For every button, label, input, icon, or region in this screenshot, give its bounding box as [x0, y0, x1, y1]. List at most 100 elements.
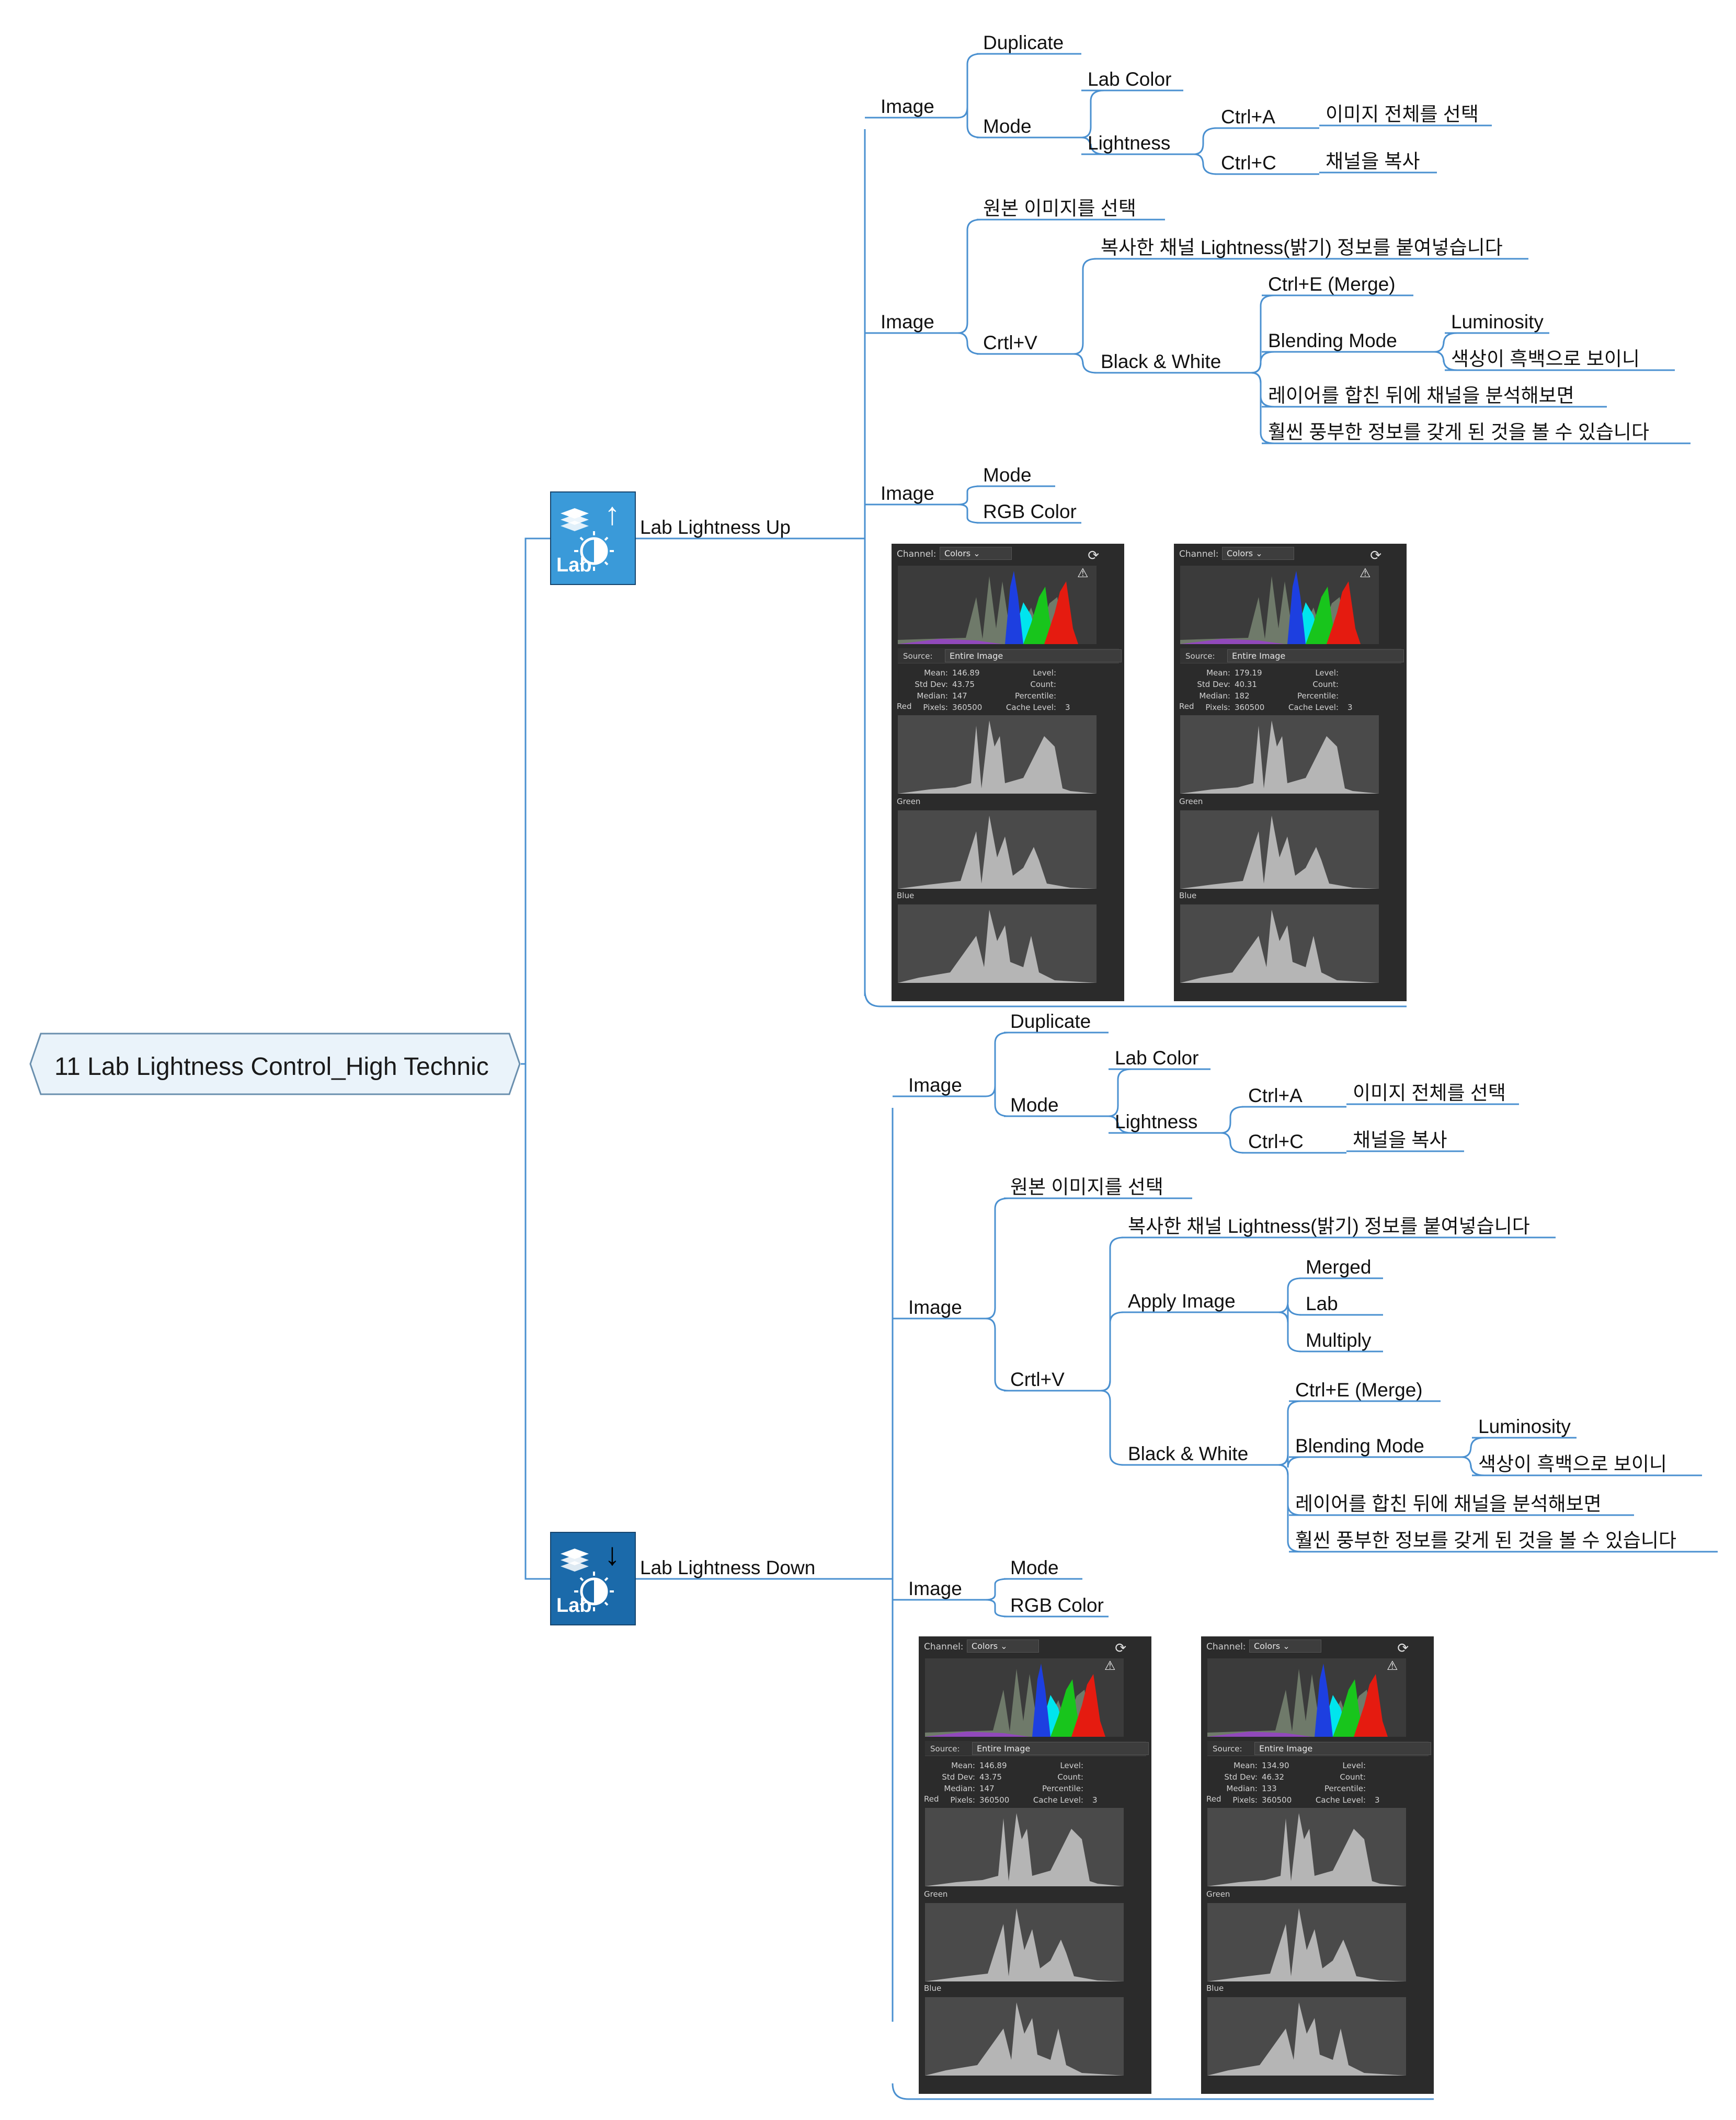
topic-node[interactable]: Mode [1010, 1557, 1059, 1578]
layers-sun-icon [561, 1549, 614, 1611]
topic-node[interactable]: 레이어를 합친 뒤에 채널을 분석해보면 [1268, 385, 1574, 406]
source-select[interactable]: Entire Image [1227, 649, 1404, 662]
topic-node[interactable]: Mode [1010, 1094, 1059, 1116]
topic-node[interactable]: Black & White [1101, 351, 1221, 372]
stat-label: Cache Level: [1033, 1795, 1083, 1805]
channel-label: Channel: [924, 1642, 964, 1652]
stat-label: Percentile: [1014, 691, 1056, 701]
topic-node[interactable]: Crtl+V [1010, 1369, 1065, 1390]
topic-node[interactable]: 채널을 복사 [1326, 151, 1420, 172]
topic-node[interactable]: Merged [1306, 1256, 1372, 1278]
connector-line [1278, 1277, 1302, 1313]
stat-label: Cache Level: [1288, 703, 1339, 712]
connector-line [892, 2083, 1434, 2100]
stat-label: Count: [1312, 680, 1339, 689]
colors-histogram [925, 1658, 1124, 1737]
topic-node[interactable]: Lab Color [1115, 1047, 1199, 1069]
topic-node[interactable]: 원본 이미지를 선택 [983, 198, 1136, 219]
branch-topic[interactable]: Lab Lightness Down [640, 1557, 816, 1578]
stat-label: Cache Level: [1006, 703, 1056, 712]
topic-node[interactable]: 이미지 전체를 선택 [1353, 1082, 1506, 1104]
group-topic[interactable]: Image [881, 96, 934, 117]
stat-label: Percentile: [1297, 691, 1339, 701]
stat-value: 43.75 [952, 680, 975, 689]
connector-line [1220, 1106, 1244, 1134]
topic-node[interactable]: 복사한 채널 Lightness(밝기) 정보를 붙여넣습니다 [1101, 237, 1503, 258]
channel-select[interactable]: Colors ⌄ [967, 1640, 1039, 1653]
source-row: Source:Entire Image [898, 648, 1122, 663]
topic-node[interactable]: Ctrl+E (Merge) [1268, 273, 1396, 295]
group-topic[interactable]: Image [908, 1297, 962, 1318]
topic-node[interactable]: Duplicate [983, 32, 1064, 53]
connector-line [957, 485, 981, 506]
branch-topic[interactable]: Lab Lightness Up [640, 517, 791, 538]
topic-node[interactable]: Black & White [1128, 1443, 1249, 1464]
stat-label: Median: [917, 691, 948, 701]
topic-node[interactable]: RGB Color [1010, 1595, 1104, 1616]
central-topic[interactable]: 11 Lab Lightness Control_High Technic [29, 1033, 521, 1095]
channel-name-label: Green [897, 797, 921, 806]
topic-node[interactable]: Blending Mode [1295, 1435, 1424, 1457]
topic-node[interactable]: 색상이 흑백으로 보이니 [1451, 348, 1640, 370]
refresh-icon[interactable]: ⟳ [1088, 548, 1099, 564]
source-select[interactable]: Entire Image [945, 649, 1122, 662]
lab-lightness-icon: ↓Lab [550, 1532, 636, 1625]
topic-node[interactable]: 원본 이미지를 선택 [1010, 1176, 1163, 1198]
topic-node[interactable]: Lab [1306, 1293, 1338, 1314]
connector-line [1108, 1068, 1132, 1117]
shortcut-node[interactable]: Ctrl+C [1248, 1131, 1304, 1152]
green-channel-histogram [925, 1903, 1124, 1981]
refresh-icon[interactable]: ⟳ [1397, 1641, 1409, 1656]
refresh-icon[interactable]: ⟳ [1115, 1641, 1126, 1656]
refresh-icon[interactable]: ⟳ [1370, 548, 1381, 564]
shortcut-node[interactable]: Ctrl+C [1221, 152, 1276, 174]
colors-histogram [1180, 566, 1379, 644]
group-topic[interactable]: Image [881, 483, 934, 504]
topic-node[interactable]: 색상이 흑백으로 보이니 [1478, 1453, 1667, 1475]
connector-line [957, 503, 981, 524]
topic-node[interactable]: 훨씬 풍부한 정보를 갖게 된 것을 볼 수 있습니다 [1268, 421, 1649, 443]
channel-select[interactable]: Colors ⌄ [1249, 1640, 1321, 1653]
topic-node[interactable]: 채널을 복사 [1353, 1129, 1447, 1151]
cache-level-value: 3 [1347, 703, 1353, 712]
channel-label: Channel: [897, 549, 936, 559]
topic-node[interactable]: Apply Image [1128, 1290, 1236, 1312]
topic-node[interactable]: Lab Color [1088, 68, 1172, 90]
source-select[interactable]: Entire Image [1254, 1742, 1431, 1755]
topic-node[interactable]: Duplicate [1010, 1011, 1091, 1032]
topic-node[interactable]: Blending Mode [1268, 330, 1397, 351]
connector-line [985, 1032, 1009, 1097]
topic-node[interactable]: Multiply [1306, 1330, 1372, 1351]
topic-node[interactable]: 이미지 전체를 선택 [1326, 104, 1479, 125]
topic-node[interactable]: Ctrl+E (Merge) [1295, 1379, 1423, 1401]
group-topic[interactable]: Image [881, 311, 934, 333]
source-row: Source:Entire Image [1207, 1741, 1431, 1756]
group-topic[interactable]: Image [908, 1578, 962, 1599]
shortcut-node[interactable]: Ctrl+A [1221, 106, 1275, 128]
topic-node[interactable]: Mode [983, 464, 1032, 486]
warning-icon: ⚠ [1077, 566, 1089, 580]
group-topic[interactable]: Image [908, 1074, 962, 1096]
topic-node[interactable]: Luminosity [1451, 311, 1544, 333]
topic-node[interactable]: Mode [983, 116, 1032, 137]
connector-line [1081, 136, 1105, 155]
topic-node[interactable]: 복사한 채널 Lightness(밝기) 정보를 붙여넣습니다 [1128, 1216, 1530, 1237]
channel-name-label: Green [924, 1889, 948, 1899]
topic-node[interactable]: Crtl+V [983, 332, 1037, 353]
topic-node[interactable]: 레이어를 합친 뒤에 채널을 분석해보면 [1295, 1493, 1602, 1515]
topic-node[interactable]: RGB Color [983, 501, 1077, 522]
topic-node[interactable]: Lightness [1088, 132, 1171, 154]
up-arrow-icon: ↑ [604, 496, 620, 531]
warning-icon: ⚠ [1387, 1658, 1398, 1673]
source-select[interactable]: Entire Image [972, 1742, 1149, 1755]
stat-label: Cache Level: [1315, 1795, 1366, 1805]
shortcut-node[interactable]: Ctrl+A [1248, 1085, 1303, 1106]
topic-node[interactable]: Lightness [1115, 1111, 1198, 1132]
topic-node[interactable]: 훨씬 풍부한 정보를 갖게 된 것을 볼 수 있습니다 [1295, 1530, 1676, 1551]
channel-select[interactable]: Colors ⌄ [940, 547, 1012, 560]
warning-icon: ⚠ [1104, 1658, 1116, 1673]
connector-line [1108, 1115, 1132, 1134]
channel-select[interactable]: Colors ⌄ [1222, 547, 1294, 560]
topic-node[interactable]: Luminosity [1478, 1416, 1571, 1437]
